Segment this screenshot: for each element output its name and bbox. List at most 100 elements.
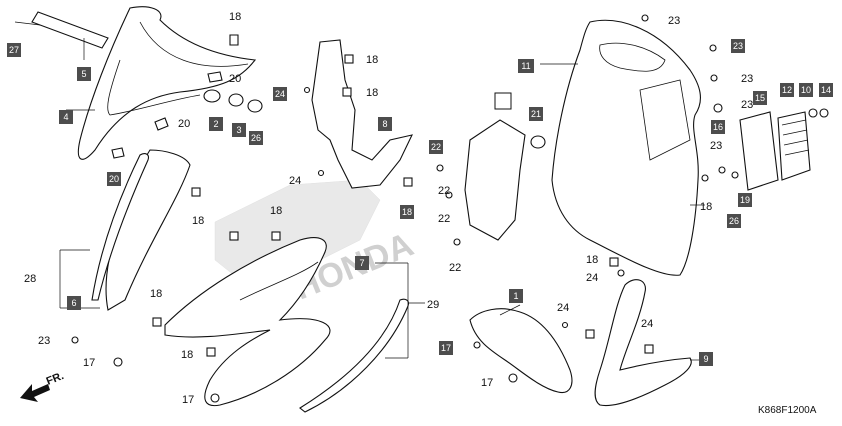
tag-21: 21 [529,107,543,121]
boxed-tags: 27 5 4 2 3 26 20 11 23 21 22 8 18 24 15 … [7,39,833,366]
svg-text:12: 12 [782,85,792,95]
svg-text:23: 23 [741,73,753,85]
svg-text:1: 1 [513,291,518,301]
lower-front-cover-inner [239,261,319,301]
svg-text:18: 18 [192,215,204,227]
tag-7: 7 [355,256,369,270]
svg-text:7: 7 [359,258,364,268]
front-upper-cover-window [107,59,201,116]
svg-text:22: 22 [431,142,441,152]
svg-text:17: 17 [441,343,451,353]
svg-text:17: 17 [481,377,493,389]
inner-panel-frame [639,79,691,161]
svg-text:24: 24 [586,272,598,284]
tag-20: 20 [107,172,121,186]
bracket-8 [311,39,413,189]
svg-text:20: 20 [109,174,119,184]
tag-22: 22 [429,140,443,154]
strip-5 [14,11,109,60]
lower-panel-1 [469,308,573,394]
front-upper-cover-inner [139,21,249,67]
svg-text:20: 20 [229,73,241,85]
lower-right-cover-9 [594,279,692,407]
tag-27: 27 [7,43,21,57]
svg-text:26: 26 [251,133,261,143]
svg-text:23: 23 [710,140,722,152]
tag-24: 24 [273,87,287,101]
svg-text:18: 18 [586,254,598,266]
svg-text:18: 18 [181,349,193,361]
svg-text:18: 18 [366,87,378,99]
tag-4: 4 [59,110,73,124]
front-direction-indicator: FR. [20,370,66,402]
tag-18: 18 [400,205,414,219]
tag-26b: 26 [727,214,741,228]
svg-text:20: 20 [178,118,190,130]
plain-numbers: 18 20 20 18 18 24 24 18 23 23 23 22 22 2… [24,11,753,406]
svg-text:27: 27 [9,45,19,55]
svg-text:16: 16 [713,122,723,132]
lower-front-cover-7 [164,237,331,407]
svg-text:6: 6 [71,298,76,308]
empty-box [494,92,512,110]
svg-text:18: 18 [229,11,241,23]
svg-text:18: 18 [270,205,282,217]
svg-text:23: 23 [668,15,680,27]
svg-text:18: 18 [402,207,412,217]
svg-text:24: 24 [289,175,301,187]
tag-3: 3 [232,123,246,137]
tag-1: 1 [509,289,523,303]
svg-text:29: 29 [427,299,439,311]
svg-text:2: 2 [213,119,218,129]
svg-text:3: 3 [236,125,241,135]
svg-text:15: 15 [755,93,765,103]
svg-text:18: 18 [150,288,162,300]
svg-text:10: 10 [801,85,811,95]
svg-text:28: 28 [24,273,36,285]
tag-2: 2 [209,117,223,131]
svg-text:22: 22 [438,213,450,225]
svg-text:9: 9 [703,354,708,364]
side-strip-28 [91,153,149,301]
svg-text:23: 23 [38,335,50,347]
svg-text:23: 23 [741,99,753,111]
inner-panel-window [599,42,666,72]
direction-label: FR. [45,370,66,388]
svg-text:5: 5 [81,69,86,79]
tag-16: 16 [711,120,725,134]
vent-15 [739,111,779,191]
svg-text:17: 17 [83,357,95,369]
inner-bracket-22 [464,119,526,241]
trim-strip-29 [299,298,409,413]
tag-8: 8 [378,117,392,131]
svg-text:22: 22 [438,185,450,197]
tag-5: 5 [77,67,91,81]
vent-12 [777,111,811,181]
svg-text:19: 19 [740,195,750,205]
svg-text:21: 21 [531,109,541,119]
tag-6: 6 [67,296,81,310]
svg-text:23: 23 [733,41,743,51]
front-upper-cover [77,6,257,160]
tag-10: 10 [799,83,813,97]
svg-text:24: 24 [641,318,653,330]
tag-12: 12 [780,83,794,97]
svg-text:4: 4 [63,112,68,122]
svg-text:18: 18 [700,201,712,213]
grommets-group [111,34,263,159]
svg-text:17: 17 [182,394,194,406]
tag-11: 11 [518,59,534,73]
svg-text:8: 8 [382,119,387,129]
tag-26: 26 [249,131,263,145]
diagram-code: K868F1200A [758,405,817,416]
svg-text:14: 14 [821,85,831,95]
tag-15: 15 [753,91,767,105]
tag-17: 17 [439,341,453,355]
tag-9: 9 [699,352,713,366]
svg-text:22: 22 [449,262,461,274]
svg-text:26: 26 [729,216,739,226]
svg-text:18: 18 [366,54,378,66]
svg-text:24: 24 [557,302,569,314]
fasteners [71,14,829,403]
